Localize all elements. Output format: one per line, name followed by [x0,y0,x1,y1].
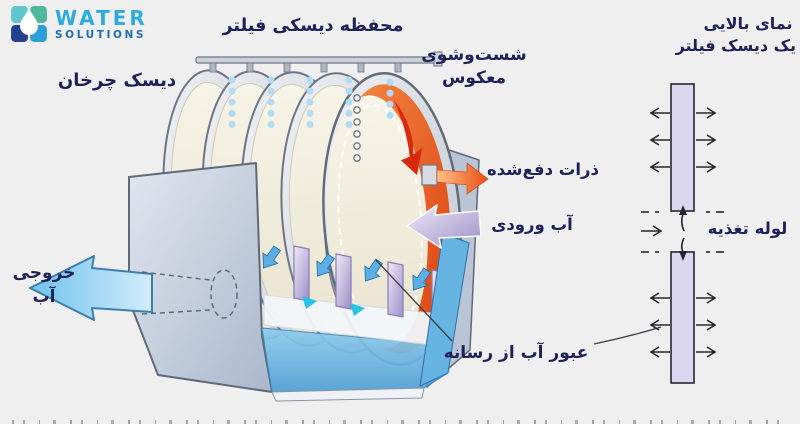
top-view-lower-half [670,251,695,384]
label-feed-pipe: لوله تغذیه [707,219,788,238]
leader-line-media-right [593,326,662,345]
label-top-view-line2: یک دیسک فیلتر [675,36,796,55]
label-top-view-line1: نمای بالایی [703,14,793,33]
label-rejected-particles: ذرات دفع‌شده [487,160,599,179]
hanging-chain [353,94,361,162]
feed-gap-dashes [641,211,724,253]
feed-inlet-arrow [641,225,663,237]
label-rotating-disc: دیسک چرخان [57,70,177,91]
basin-right-wall [419,232,470,387]
spray-bar-assembly [195,51,443,162]
top-view-upper-half [670,83,695,212]
feed-up-arrowhead [679,205,687,215]
label-backwash-line2: معکوس [441,68,507,88]
label-inlet-water: آب ورودی [491,215,573,234]
drain-pipe-hidden-outline [141,269,238,319]
water-flow-arrows [262,245,431,316]
inlet-water-arrow [406,204,482,249]
spray-nozzles [209,62,402,73]
label-water-through-media: عبور آب از رسانه [443,343,589,363]
feed-down-arrowhead [679,251,687,261]
label-water-outlet-line1: خروجی [12,263,76,283]
label-filter-chamber: محفظه دیسکی فیلتر [222,16,404,36]
water-spray-droplets [228,76,394,130]
cutoff-caption-remnant [12,420,788,424]
drop-shape [20,8,38,36]
label-water-outlet: خروجی آب [10,261,78,309]
label-water-outlet-line2: آب [32,287,56,307]
label-top-view: نمای بالایی یک دیسک فیلتر [675,13,796,57]
leader-line-media-left [375,259,453,342]
label-backwash: شست‌وشوی معکوس [418,44,530,90]
reject-pipe-stub [421,164,438,186]
water-drop-logo-icon [11,6,47,42]
water-outlet-arrow [29,255,153,321]
outflow-arrows [649,107,717,358]
disc-top-view-diagram [641,83,724,384]
logo-title: WATER [55,5,148,30]
feed-flow-arrows [641,205,687,261]
leader-lines [375,259,662,345]
tank-bottom-edge [271,387,425,402]
label-backwash-line1: شست‌وشوی [421,45,527,65]
logo-subtitle: SOLUTIONS [55,28,147,41]
rejected-particles-arrow [436,162,489,195]
water-solutions-logo: WATER SOLUTIONS [10,5,148,43]
backwash-flow-arrow [393,99,423,176]
